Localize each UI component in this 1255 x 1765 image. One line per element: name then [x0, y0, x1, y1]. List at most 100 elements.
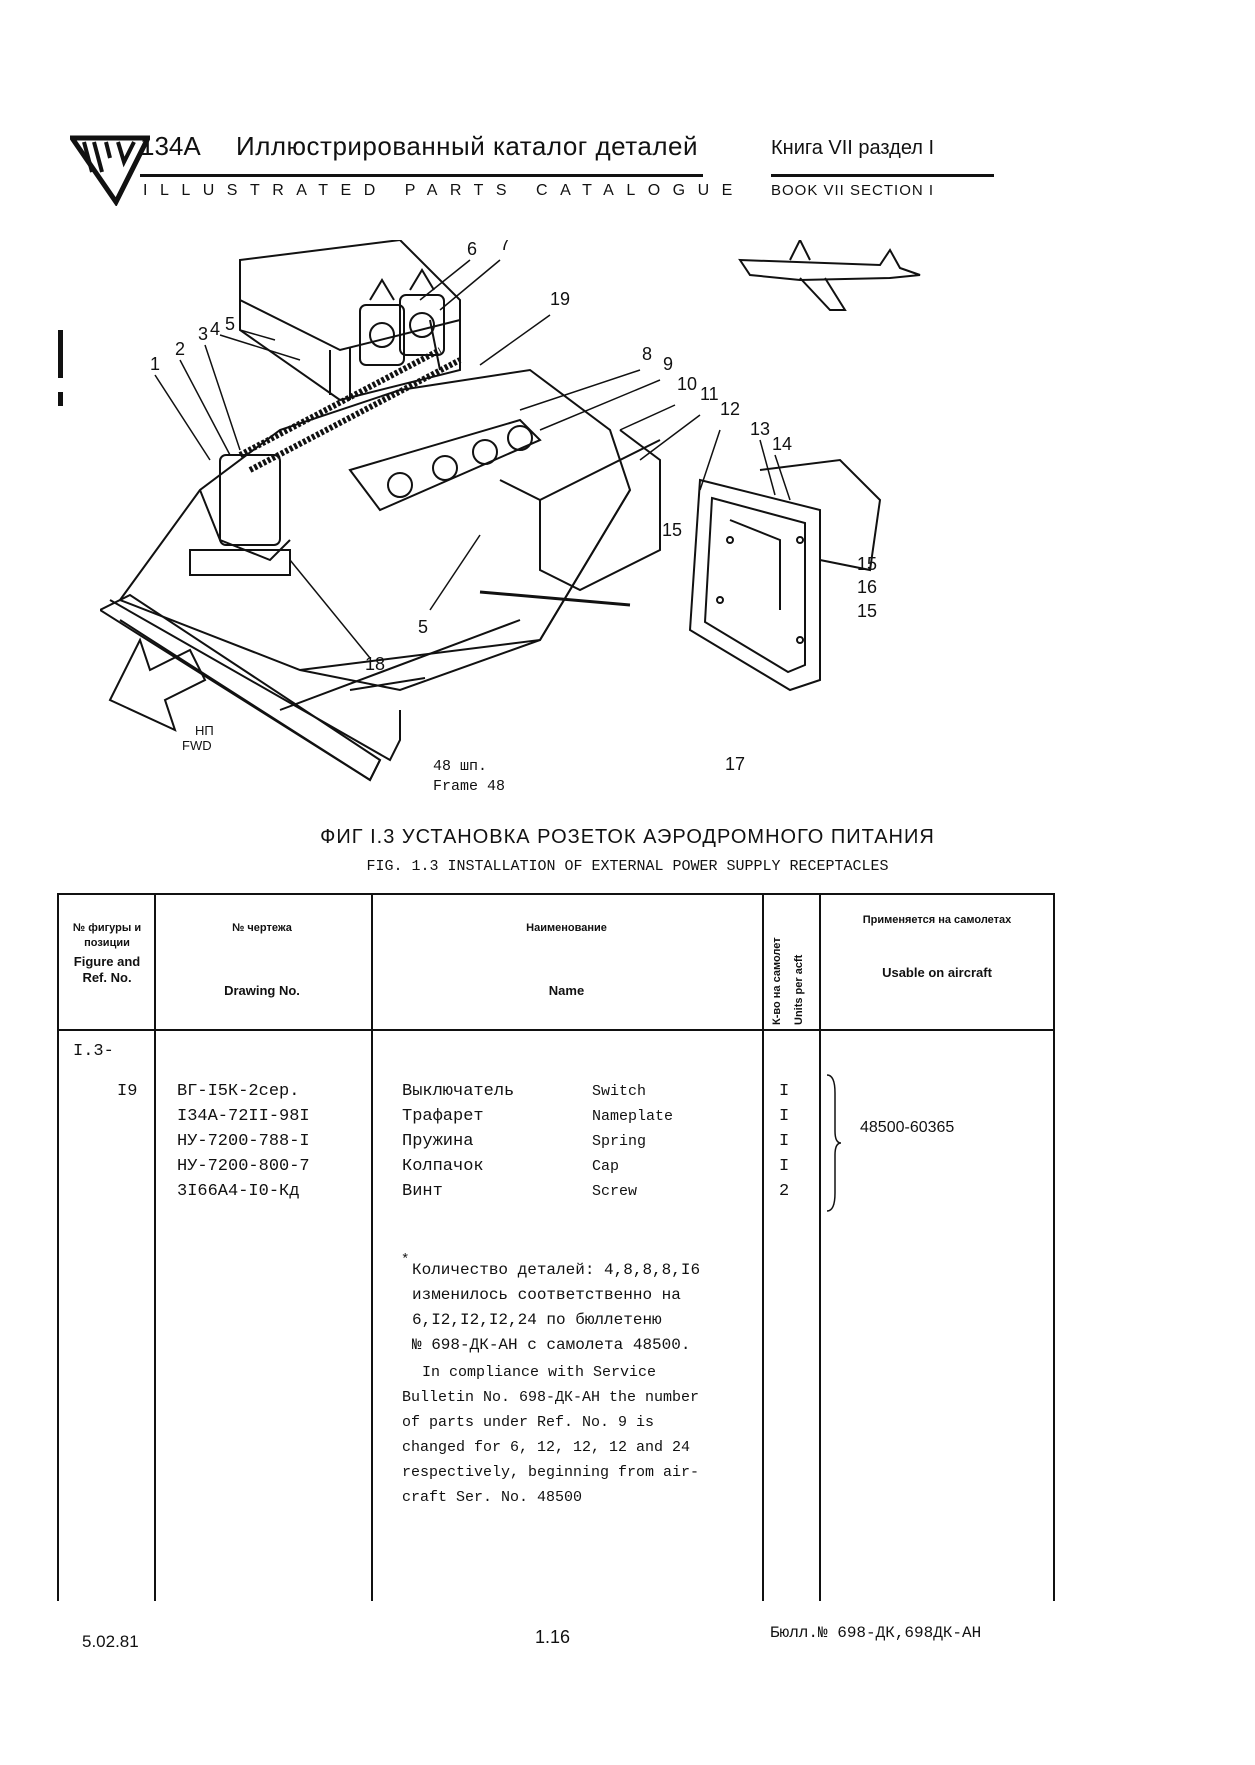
note-marker: *: [401, 1252, 410, 1268]
receptacles: [359, 268, 445, 366]
service-note-en: In compliance with Service Bulletin No. …: [402, 1360, 699, 1510]
part-name-en: Switch: [592, 1083, 647, 1100]
header-drawing-ru: № чертежа: [232, 922, 292, 934]
header-separator: [57, 1029, 1055, 1031]
names-ru: Выключатель Трафарет Пружина Колпачок Ви…: [402, 1079, 514, 1204]
header-rule-right: [771, 174, 994, 177]
header-usable-ru: Применяется на самолетах: [862, 914, 1012, 926]
units-column: I I I I 2: [779, 1079, 789, 1204]
book-section-ru: Книга VII раздел I: [771, 137, 935, 159]
drawing-number: ВГ-I5К-2сер.: [177, 1082, 300, 1101]
units-value: I: [779, 1107, 790, 1126]
units-value: I: [779, 1132, 790, 1151]
part-name-ru: Выключатель: [402, 1082, 515, 1101]
callout-label: 16: [857, 577, 877, 597]
drawing-number: НУ-7200-800-7: [177, 1157, 310, 1176]
drawing-number: НУ-7200-788-I: [177, 1132, 310, 1151]
callout-label: 3: [198, 324, 208, 344]
frame-leader: [349, 677, 426, 691]
fwd-label-en: FWD: [182, 738, 212, 753]
page-number: 1.16: [535, 1627, 571, 1647]
callout-label: 18: [365, 654, 385, 674]
callout-label: 2: [175, 339, 185, 359]
change-bar: [58, 330, 63, 378]
note-line: of parts under Ref. No. 9 is: [402, 1414, 655, 1431]
column-divider: [819, 893, 821, 1601]
header-figref-en: Figure and Ref. No.: [73, 954, 141, 985]
callout-label: 13: [750, 419, 770, 439]
note-line: In compliance with Service: [422, 1364, 657, 1381]
switch-unit: [189, 454, 291, 576]
note-line: craft Ser. No. 48500: [402, 1489, 583, 1506]
callout-label: 4: [210, 319, 220, 339]
column-divider: [1053, 893, 1055, 1601]
header-usable-en: Usable on aircraft: [882, 965, 992, 980]
part-name-en: Screw: [592, 1183, 638, 1200]
callout-label: 8: [642, 344, 652, 364]
header-name-ru: Наименование: [526, 922, 607, 934]
part-name-en: Nameplate: [592, 1108, 674, 1125]
units-value: I: [779, 1082, 790, 1101]
note-line: 6,I2,I2,I2,24 по бюллетеню: [412, 1311, 662, 1329]
callout-label: 17: [725, 754, 745, 774]
manufacturer-logo: [70, 135, 150, 206]
part-name-ru: Трафарет: [402, 1107, 484, 1126]
header-drawing-en: Drawing No.: [224, 983, 300, 998]
parts-table: № фигуры и позиции Figure and Ref. No. №…: [57, 893, 1055, 1601]
header-rule: [140, 174, 703, 177]
drawing-number: 3I66А4-I0-Кд: [177, 1182, 300, 1201]
note-line: изменилось соответственно на: [412, 1286, 681, 1304]
floor-panel: [100, 368, 632, 782]
note-line: Количество деталей: 4,8,8,8,I6: [412, 1261, 701, 1279]
receptacle-frame: [688, 458, 882, 692]
callout-label: 14: [772, 434, 792, 454]
note-line: respectively, beginning from air-: [402, 1464, 700, 1481]
callout-label: 9: [663, 354, 673, 374]
change-bar: [58, 392, 63, 406]
note-line: changed for 6, 12, 12, 12 and 24: [402, 1439, 691, 1456]
callout-label: 5: [225, 314, 235, 334]
units-value: I: [779, 1157, 790, 1176]
book-section-en: BOOK VII SECTION I: [771, 182, 935, 199]
header-units-en: Units per acft: [793, 954, 805, 1025]
catalogue-title-en: ILLUSTRATED PARTS CATALOGUE: [143, 182, 745, 199]
header-figref-ru: № фигуры и позиции: [72, 922, 142, 949]
callout-label: 12: [720, 399, 740, 419]
names-en: Switch Nameplate Spring Cap Screw: [592, 1079, 673, 1204]
frame-label-en: Frame 48: [433, 778, 505, 795]
column-divider: [371, 893, 373, 1601]
grouping-brace: [826, 1074, 842, 1212]
footer-date: 5.02.81: [82, 1632, 139, 1651]
installation-drawing: 6 7 19 8 9 10 11 12 13 14 15 15 15 16 17…: [100, 240, 921, 795]
header-name-en: Name: [548, 983, 585, 998]
aircraft-silhouette-icon: [738, 240, 921, 311]
catalogue-title-ru: Иллюстрированный каталог деталей: [236, 131, 699, 161]
model-number: 134A: [140, 131, 201, 161]
callout-label: 19: [550, 289, 570, 309]
part-name-ru: Пружина: [402, 1132, 474, 1151]
fwd-label-ru: НП: [195, 723, 214, 738]
part-name-ru: Винт: [402, 1182, 443, 1201]
callout-label: 10: [677, 374, 697, 394]
ref-number: I9: [117, 1082, 138, 1101]
figure-ref: I.3-: [73, 1042, 114, 1061]
table-row: ВГ-I5К-2сер. I34А-72II-98I НУ-7200-788-I…: [177, 1079, 310, 1204]
callout-label: 15: [662, 520, 682, 540]
column-divider: [762, 893, 764, 1601]
column-divider: [57, 893, 59, 1601]
units-value: 2: [779, 1182, 790, 1201]
note-line: № 698-ДК-АН с самолета 48500.: [412, 1336, 691, 1354]
service-note-ru: Количество деталей: 4,8,8,8,I6 изменилос…: [412, 1258, 700, 1358]
usable-range: 48500-60365: [860, 1119, 955, 1136]
forward-arrow-icon: [108, 637, 207, 732]
callout-label: 11: [700, 384, 719, 404]
callout-label: 1: [150, 354, 160, 374]
column-divider: [154, 893, 156, 1601]
figure-title-ru: ФИГ I.3 УСТАНОВКА РОЗЕТОК АЭРОДРОМНОГО П…: [320, 826, 935, 848]
bulletin-reference: Бюлл.№ 698-ДК,698ДК-АН: [770, 1624, 982, 1642]
part-name-en: Cap: [592, 1158, 620, 1175]
callout-label: 15: [857, 601, 877, 621]
callout-label: 5: [418, 617, 428, 637]
callout-label: 15: [857, 554, 877, 574]
outline-line: [479, 590, 631, 607]
